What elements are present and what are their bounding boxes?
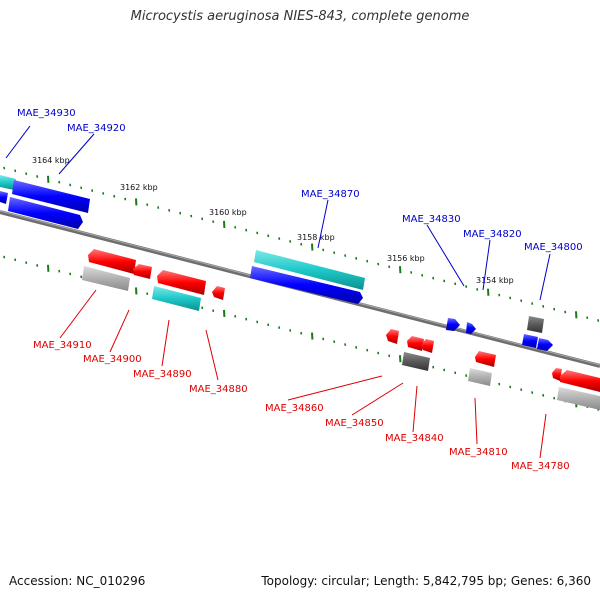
gene-feature-darkgray[interactable] <box>527 316 544 333</box>
leader-line <box>287 375 383 401</box>
reverse-strand-features <box>82 249 600 410</box>
gene-feature-red[interactable] <box>407 336 424 351</box>
gene-feature-red[interactable] <box>475 351 496 367</box>
leader-line <box>412 385 418 433</box>
gene-feature-blue[interactable] <box>466 322 476 334</box>
leader-line <box>317 199 329 249</box>
gene-label[interactable]: MAE_34860 <box>265 403 324 414</box>
kbp-label: 3162 kbp <box>120 183 158 192</box>
gene-label[interactable]: MAE_34920 <box>67 123 126 134</box>
gene-feature-gray[interactable] <box>557 387 600 410</box>
leader-line <box>474 397 478 445</box>
gene-feature-red[interactable] <box>157 270 206 295</box>
genome-summary-text: Topology: circular; Length: 5,842,795 bp… <box>261 574 591 588</box>
kbp-label: 3160 kbp <box>209 208 247 217</box>
reverse-gene-labels: MAE_34910 MAE_34900 MAE_34890 MAE_34880 … <box>33 340 570 472</box>
forward-label-leaders <box>5 125 551 301</box>
gene-feature-blue[interactable] <box>8 197 83 229</box>
leader-line <box>5 125 31 159</box>
gene-label[interactable]: MAE_34800 <box>524 242 583 253</box>
leader-line <box>426 224 465 287</box>
gene-feature-red[interactable] <box>421 339 434 353</box>
gene-feature-blue[interactable] <box>446 318 460 331</box>
leader-line <box>59 289 97 339</box>
gene-label[interactable]: MAE_34810 <box>449 447 508 458</box>
accession-text: Accession: NC_010296 <box>9 574 146 588</box>
leader-line <box>351 382 404 416</box>
gene-feature-red[interactable] <box>560 370 600 392</box>
gene-feature-blue[interactable] <box>12 180 90 213</box>
gene-feature-red[interactable] <box>552 368 562 381</box>
kbp-label: 3164 kbp <box>32 156 70 165</box>
kbp-label: 3154 kbp <box>476 276 514 285</box>
forward-gene-labels: MAE_34930 MAE_34920 MAE_34870 MAE_34830 … <box>17 108 583 253</box>
gene-feature-cyan[interactable] <box>254 250 365 290</box>
gene-feature-cyan[interactable] <box>0 175 16 190</box>
gene-feature-blue[interactable] <box>0 191 8 204</box>
leader-line <box>539 413 547 459</box>
leader-line <box>58 133 95 175</box>
gene-feature-blue[interactable] <box>522 334 538 348</box>
gene-feature-red[interactable] <box>88 249 136 274</box>
gene-label[interactable]: MAE_34850 <box>325 418 384 429</box>
gene-label[interactable]: MAE_34870 <box>301 189 360 200</box>
kbp-labels: 3164 kbp 3162 kbp 3160 kbp 3158 kbp 3156… <box>32 156 514 285</box>
kbp-label: 3156 kbp <box>387 254 425 263</box>
leader-line <box>161 319 170 367</box>
reverse-label-leaders <box>59 289 547 459</box>
gene-feature-blue[interactable] <box>537 338 553 351</box>
gene-feature-gray[interactable] <box>82 266 130 291</box>
leader-line <box>109 309 130 353</box>
gene-feature-darkgray[interactable] <box>402 352 430 371</box>
forward-strand-features <box>0 175 553 351</box>
kbp-label: 3158 kbp <box>297 233 335 242</box>
leader-line <box>482 239 491 291</box>
gene-feature-gray[interactable] <box>468 368 492 386</box>
gene-feature-cyan[interactable] <box>152 286 201 311</box>
gene-label[interactable]: MAE_34890 <box>133 369 192 380</box>
gene-feature-red[interactable] <box>133 264 152 279</box>
leader-line <box>539 253 551 301</box>
gene-feature-red[interactable] <box>212 286 225 300</box>
gene-label[interactable]: MAE_34930 <box>17 108 76 119</box>
gene-label[interactable]: MAE_34820 <box>463 229 522 240</box>
gene-label[interactable]: MAE_34840 <box>385 433 444 444</box>
gene-feature-red[interactable] <box>386 329 399 344</box>
gene-feature-blue[interactable] <box>250 266 363 304</box>
gene-label[interactable]: MAE_34880 <box>189 384 248 395</box>
gene-label[interactable]: MAE_34910 <box>33 340 92 351</box>
gene-label[interactable]: MAE_34830 <box>402 214 461 225</box>
leader-line <box>205 329 219 381</box>
gene-label[interactable]: MAE_34780 <box>511 461 570 472</box>
map-title: Microcystis aeruginosa NIES-843, complet… <box>130 9 470 24</box>
gene-label[interactable]: MAE_34900 <box>83 354 142 365</box>
